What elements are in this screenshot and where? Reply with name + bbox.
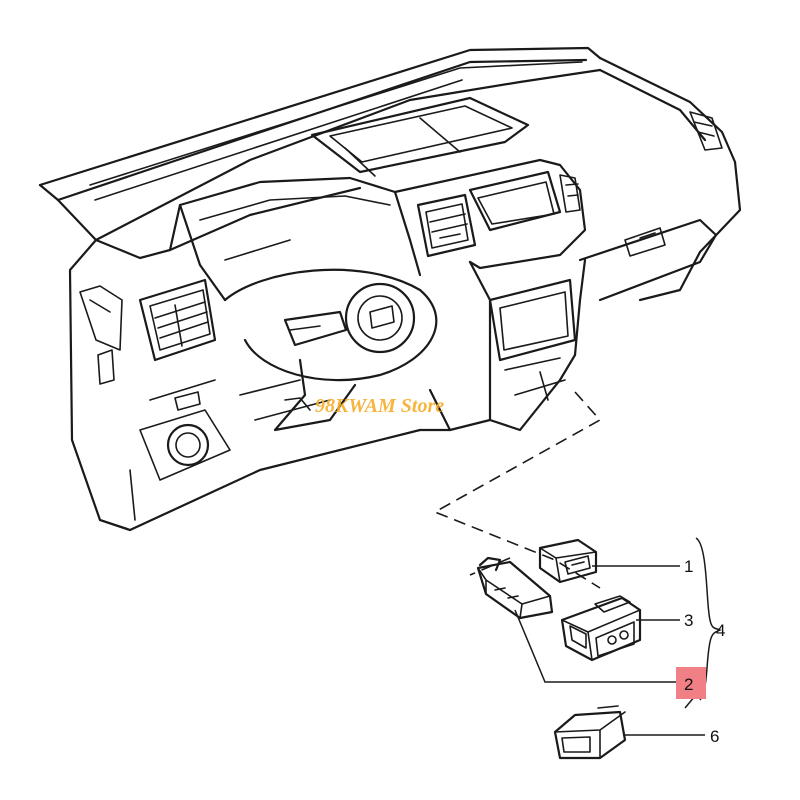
dashboard-illustration bbox=[38, 46, 742, 532]
part-3-usb-housing[interactable] bbox=[560, 595, 642, 662]
store-watermark: 98KWAM Store bbox=[315, 395, 444, 417]
part-6-blank-cover[interactable] bbox=[553, 705, 627, 760]
callout-2: 2 bbox=[684, 675, 693, 694]
group-4-brace bbox=[695, 537, 722, 701]
part-1-connector[interactable] bbox=[538, 538, 598, 584]
leader-2 bbox=[514, 609, 676, 683]
callout-2-highlight bbox=[676, 667, 706, 699]
callout-1: 1 bbox=[684, 557, 693, 576]
part-2-switch-strip[interactable] bbox=[476, 556, 554, 620]
callout-6: 6 bbox=[710, 727, 719, 746]
callout-4: 4 bbox=[716, 621, 725, 640]
callout-3: 3 bbox=[684, 611, 693, 630]
reference-leader-dashed bbox=[433, 391, 602, 589]
